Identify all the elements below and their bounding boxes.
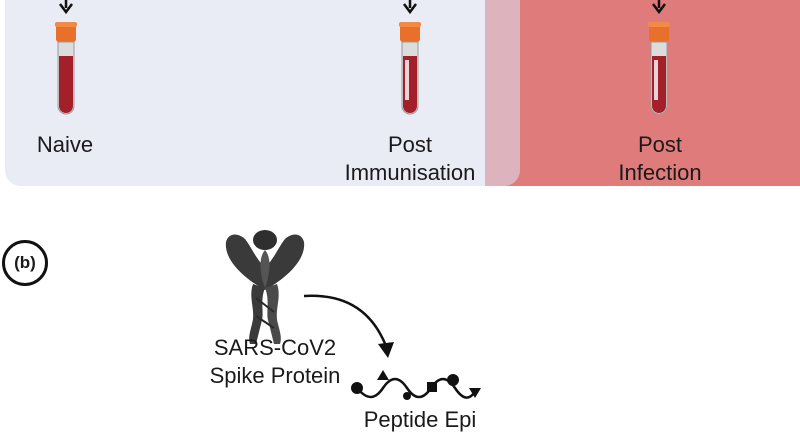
blood-tube-icon [55, 22, 77, 115]
curved-arrow-icon [303, 294, 394, 358]
peptide-epitope-label: Peptide Epi [363, 407, 477, 432]
background-panel-infection [485, 0, 800, 186]
blood-tube-icon [399, 22, 421, 115]
sample-label-naive: Naive [36, 132, 94, 157]
arrow-down-icon [403, 0, 417, 15]
arrow-down-icon [59, 0, 73, 15]
sample-label-post-infection: Post Infection [618, 132, 702, 185]
spike-protein-label: SARS-CoV2 Spike Protein [209, 335, 341, 388]
peptide-chain-icon [351, 370, 481, 400]
blood-tube-icon [648, 22, 670, 115]
background-panel-immunisation [5, 0, 520, 186]
sample-label-post-immunisation: Post Immunisation [344, 132, 476, 185]
spike-protein-icon [225, 230, 305, 344]
panel-b-badge: (b) [2, 240, 48, 286]
arrow-down-icon [652, 0, 666, 15]
panel-overlap [485, 0, 520, 186]
